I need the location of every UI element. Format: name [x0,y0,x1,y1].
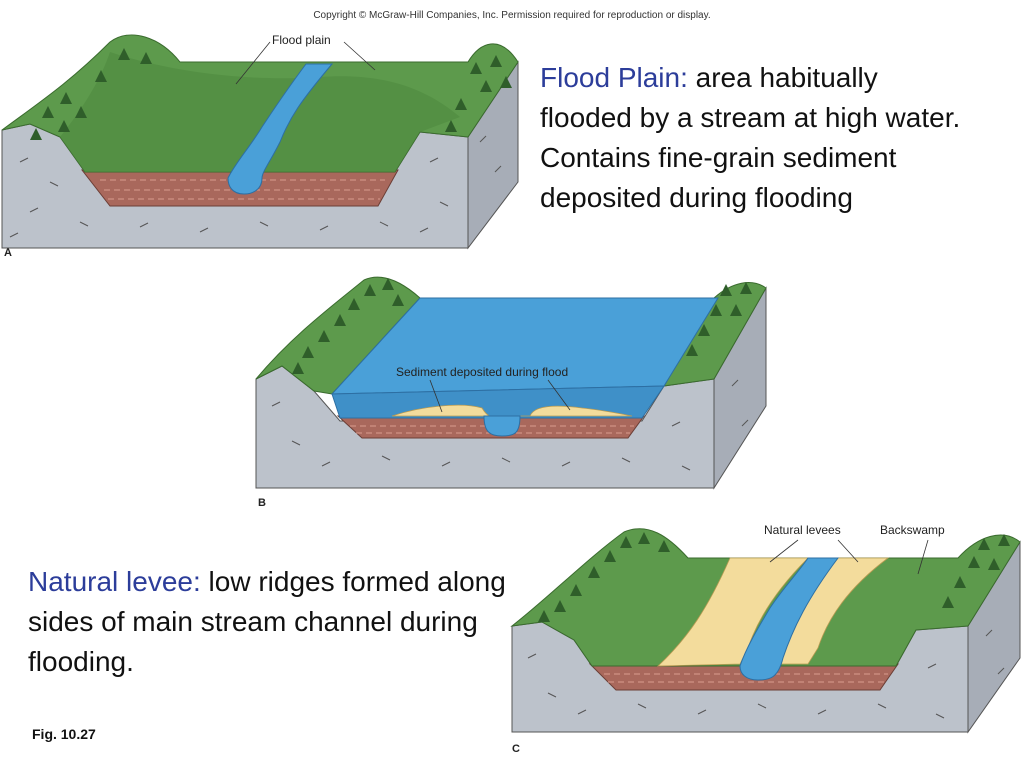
river-channel [483,415,521,437]
flood-plain-definition: Flood Plain: area habitually flooded by … [540,58,970,218]
copyright-notice: Copyright © McGraw-Hill Companies, Inc. … [313,10,711,21]
natural-levee-definition: Natural levee: low ridges formed along s… [28,562,508,682]
trees-left [538,532,670,622]
flood-plain-term: Flood Plain: [540,62,688,93]
callout-natural-levees: Natural levees [764,523,841,537]
callout-backswamp: Backswamp [880,523,945,537]
panel-c-natural-levee-diagram: Natural levees Backswamp C [508,518,1024,768]
trees-right [686,282,752,356]
trees-left [292,278,404,374]
trees-right [942,534,1010,608]
panel-b-flood-diagram: Sediment deposited during flood B [252,266,772,512]
callout-sediment-deposited: Sediment deposited during flood [396,365,568,379]
natural-levee-left [656,557,809,667]
natural-levee-term: Natural levee: [28,566,201,597]
panel-letter-c: C [512,743,520,755]
flood-plain-text: area habitually flooded by a stream at h… [540,62,961,213]
river-channel [739,557,839,681]
panel-letter-b: B [258,497,266,509]
trees-right [445,55,512,132]
callout-flood-plain: Flood plain [272,33,331,47]
figure-label: Fig. 10.27 [32,726,96,742]
panel-letter-a: A [4,247,12,259]
panel-a-floodplain-diagram: Flood plain A [0,22,525,262]
trees-left [30,48,152,140]
river-channel [227,63,334,195]
natural-levee-text: low ridges formed along sides of main st… [28,566,506,677]
right-hill [663,282,767,387]
